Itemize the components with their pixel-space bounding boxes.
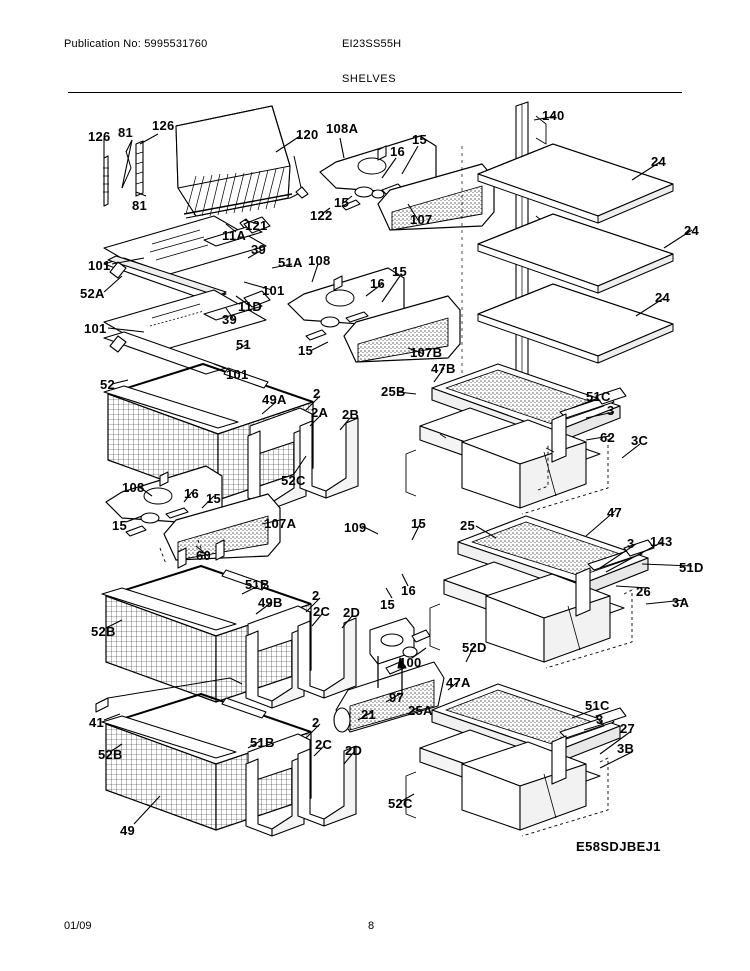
callout-15: 15 bbox=[298, 343, 314, 358]
callout-101: 101 bbox=[88, 258, 111, 273]
callout-49: 49 bbox=[120, 823, 136, 838]
callout-2: 2 bbox=[312, 715, 320, 730]
callout-47: 47 bbox=[607, 505, 623, 520]
callout-21: 21 bbox=[361, 707, 377, 722]
callout-3: 3 bbox=[627, 536, 635, 551]
callout-2d: 2D bbox=[343, 605, 361, 620]
callout-109: 109 bbox=[344, 520, 367, 535]
callout-47a: 47A bbox=[446, 675, 471, 690]
diagram-code: E58SDJBEJ1 bbox=[576, 839, 661, 854]
callout-107b: 107B bbox=[410, 345, 443, 360]
callout-15: 15 bbox=[112, 518, 128, 533]
callout-101: 101 bbox=[262, 283, 285, 298]
callout-3a: 3A bbox=[672, 595, 690, 610]
callout-126: 126 bbox=[88, 129, 111, 144]
callout-97: 97 bbox=[389, 690, 405, 705]
callout-52d: 52D bbox=[462, 640, 487, 655]
revision-date: 01/09 bbox=[64, 920, 92, 932]
callout-52c: 52C bbox=[281, 473, 306, 488]
callout-101: 101 bbox=[226, 367, 249, 382]
callout-62: 62 bbox=[600, 430, 616, 445]
callout-108: 108 bbox=[122, 480, 145, 495]
callout-47b: 47B bbox=[431, 361, 456, 376]
callout-108a: 108A bbox=[326, 121, 359, 136]
callout-51c: 51C bbox=[585, 698, 610, 713]
callout-3: 3 bbox=[607, 403, 615, 418]
callout-24: 24 bbox=[651, 154, 667, 169]
callout-2d: 2D bbox=[345, 743, 363, 758]
callout-2a: 2A bbox=[311, 405, 329, 420]
callout-39: 39 bbox=[251, 242, 267, 257]
callout-49a: 49A bbox=[262, 392, 287, 407]
callout-52b: 52B bbox=[98, 747, 123, 762]
page-number: 8 bbox=[368, 920, 375, 932]
model-number: EI23SS55H bbox=[342, 38, 402, 50]
page-title: SHELVES bbox=[342, 73, 397, 85]
callout-51: 51 bbox=[236, 337, 252, 352]
callout-15: 15 bbox=[206, 491, 222, 506]
exploded-diagram-drawing bbox=[0, 96, 750, 866]
callout-16: 16 bbox=[184, 486, 200, 501]
publication-number: Publication No: 5995531760 bbox=[64, 38, 208, 50]
callout-60: 60 bbox=[196, 548, 212, 563]
callout-51b: 51B bbox=[250, 735, 275, 750]
callout-51a: 51A bbox=[278, 255, 303, 270]
callout-15: 15 bbox=[392, 264, 408, 279]
callout-140: 140 bbox=[542, 108, 565, 123]
callout-108: 108 bbox=[308, 253, 331, 268]
callout-81: 81 bbox=[118, 125, 134, 140]
callout-2c: 2C bbox=[315, 737, 333, 752]
callout-81: 81 bbox=[132, 198, 148, 213]
callout-15: 15 bbox=[380, 597, 396, 612]
callout-122: 122 bbox=[310, 208, 333, 223]
callout-24: 24 bbox=[684, 223, 700, 238]
callout-143: 143 bbox=[650, 534, 673, 549]
callout-26: 26 bbox=[636, 584, 652, 599]
callout-2: 2 bbox=[312, 588, 320, 603]
callout-107: 107 bbox=[410, 212, 433, 227]
callout-52a: 52A bbox=[80, 286, 105, 301]
callout-51b: 51B bbox=[245, 577, 270, 592]
callout-126: 126 bbox=[152, 118, 175, 133]
callout-24: 24 bbox=[655, 290, 671, 305]
callout-15: 15 bbox=[334, 195, 350, 210]
callout-2b: 2B bbox=[342, 407, 360, 422]
callout-120: 120 bbox=[296, 127, 319, 142]
callout-51c: 51C bbox=[586, 389, 611, 404]
callout-101: 101 bbox=[84, 321, 107, 336]
callout-121: 121 bbox=[245, 218, 268, 233]
callout-2: 2 bbox=[313, 386, 321, 401]
header-divider bbox=[68, 92, 682, 93]
callout-52: 52 bbox=[100, 377, 116, 392]
callout-41: 41 bbox=[89, 715, 105, 730]
callout-3c: 3C bbox=[631, 433, 649, 448]
callout-16: 16 bbox=[401, 583, 417, 598]
callout-100: 100 bbox=[399, 655, 422, 670]
callout-25a: 25A bbox=[408, 703, 433, 718]
callout-49b: 49B bbox=[258, 595, 283, 610]
callout-3: 3 bbox=[596, 712, 604, 727]
callout-52b: 52B bbox=[91, 624, 116, 639]
callout-52c: 52C bbox=[388, 796, 413, 811]
callout-107a: 107A bbox=[264, 516, 297, 531]
callout-39: 39 bbox=[222, 312, 238, 327]
callout-2c: 2C bbox=[313, 604, 331, 619]
callout-27: 27 bbox=[620, 721, 636, 736]
callout-16: 16 bbox=[390, 144, 406, 159]
callout-15: 15 bbox=[412, 132, 428, 147]
callout-16: 16 bbox=[370, 276, 386, 291]
callout-15: 15 bbox=[411, 516, 427, 531]
callout-3b: 3B bbox=[617, 741, 635, 756]
callout-25b: 25B bbox=[381, 384, 406, 399]
callout-25: 25 bbox=[460, 518, 476, 533]
callout-11d: 11D bbox=[238, 299, 263, 314]
callout-11a: 11A bbox=[222, 228, 247, 243]
callout-51d: 51D bbox=[679, 560, 704, 575]
